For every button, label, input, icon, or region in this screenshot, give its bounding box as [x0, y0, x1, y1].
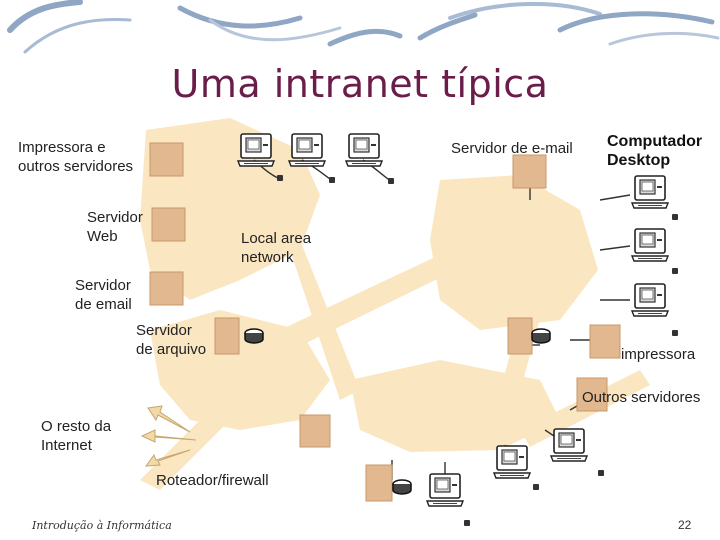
desktop-computer-icon: [631, 283, 669, 317]
cable-plugs: [277, 175, 678, 526]
desktop-computer-icon: [631, 175, 669, 209]
server-box-impressora: [149, 142, 184, 177]
label-outros-servidores: Outros servidores: [582, 389, 701, 406]
server-box-arquivo: [214, 317, 240, 355]
label-impressora: impressora: [621, 346, 696, 363]
label-resto-internet: O resto da Internet: [41, 418, 112, 454]
label-local-area-network: Local area network: [241, 230, 312, 266]
arrow-icon: [140, 429, 197, 443]
slide-title: Uma intranet típica: [171, 62, 549, 106]
server-box-outros: [576, 377, 608, 412]
arrow-icon: [144, 449, 191, 467]
page-number: 22: [678, 518, 692, 532]
label-servidor-email-top: Servidor de e-mail: [451, 140, 573, 157]
desktop-computer-icon: [493, 445, 531, 479]
server-box-web: [151, 207, 186, 242]
desktop-computer-icon: [345, 133, 383, 167]
network-backbone: [140, 118, 650, 490]
disk-drive-icon: [244, 328, 264, 344]
label-computador-desktop: Computador Desktop: [607, 133, 703, 169]
desktop-computer-icon: [426, 473, 464, 507]
disk-drive-icon: [531, 328, 551, 344]
desktop-computer-icon: [237, 133, 275, 167]
label-servidor-web: Servidor Web: [87, 209, 143, 245]
server-box-bottom: [299, 414, 331, 448]
server-boxes: [149, 142, 621, 502]
server-box-router: [365, 464, 393, 502]
label-roteador-firewall: Roteador/firewall: [156, 472, 269, 489]
arrow-icon: [147, 405, 191, 433]
label-servidor-email-left: Servidor de email: [75, 277, 132, 313]
desktop-computer-icon: [288, 133, 326, 167]
desktop-computer-icon: [631, 228, 669, 262]
label-servidor-arquivo: Servidor de arquivo: [136, 322, 207, 358]
footer-course-name: Introdução à Informática: [32, 519, 172, 532]
label-impressora-outros-servidores: Impressora e outros servidores: [18, 139, 134, 175]
internet-arrows: [140, 405, 197, 467]
server-box-file-right: [507, 317, 533, 355]
desktop-computer-icon: [550, 428, 588, 462]
decorative-swooshes: [7, 0, 720, 54]
disk-drive-icon: [392, 479, 412, 495]
server-box-email-top: [512, 154, 547, 189]
server-box-email-left: [149, 271, 184, 306]
server-box-impressora-right: [589, 324, 621, 359]
